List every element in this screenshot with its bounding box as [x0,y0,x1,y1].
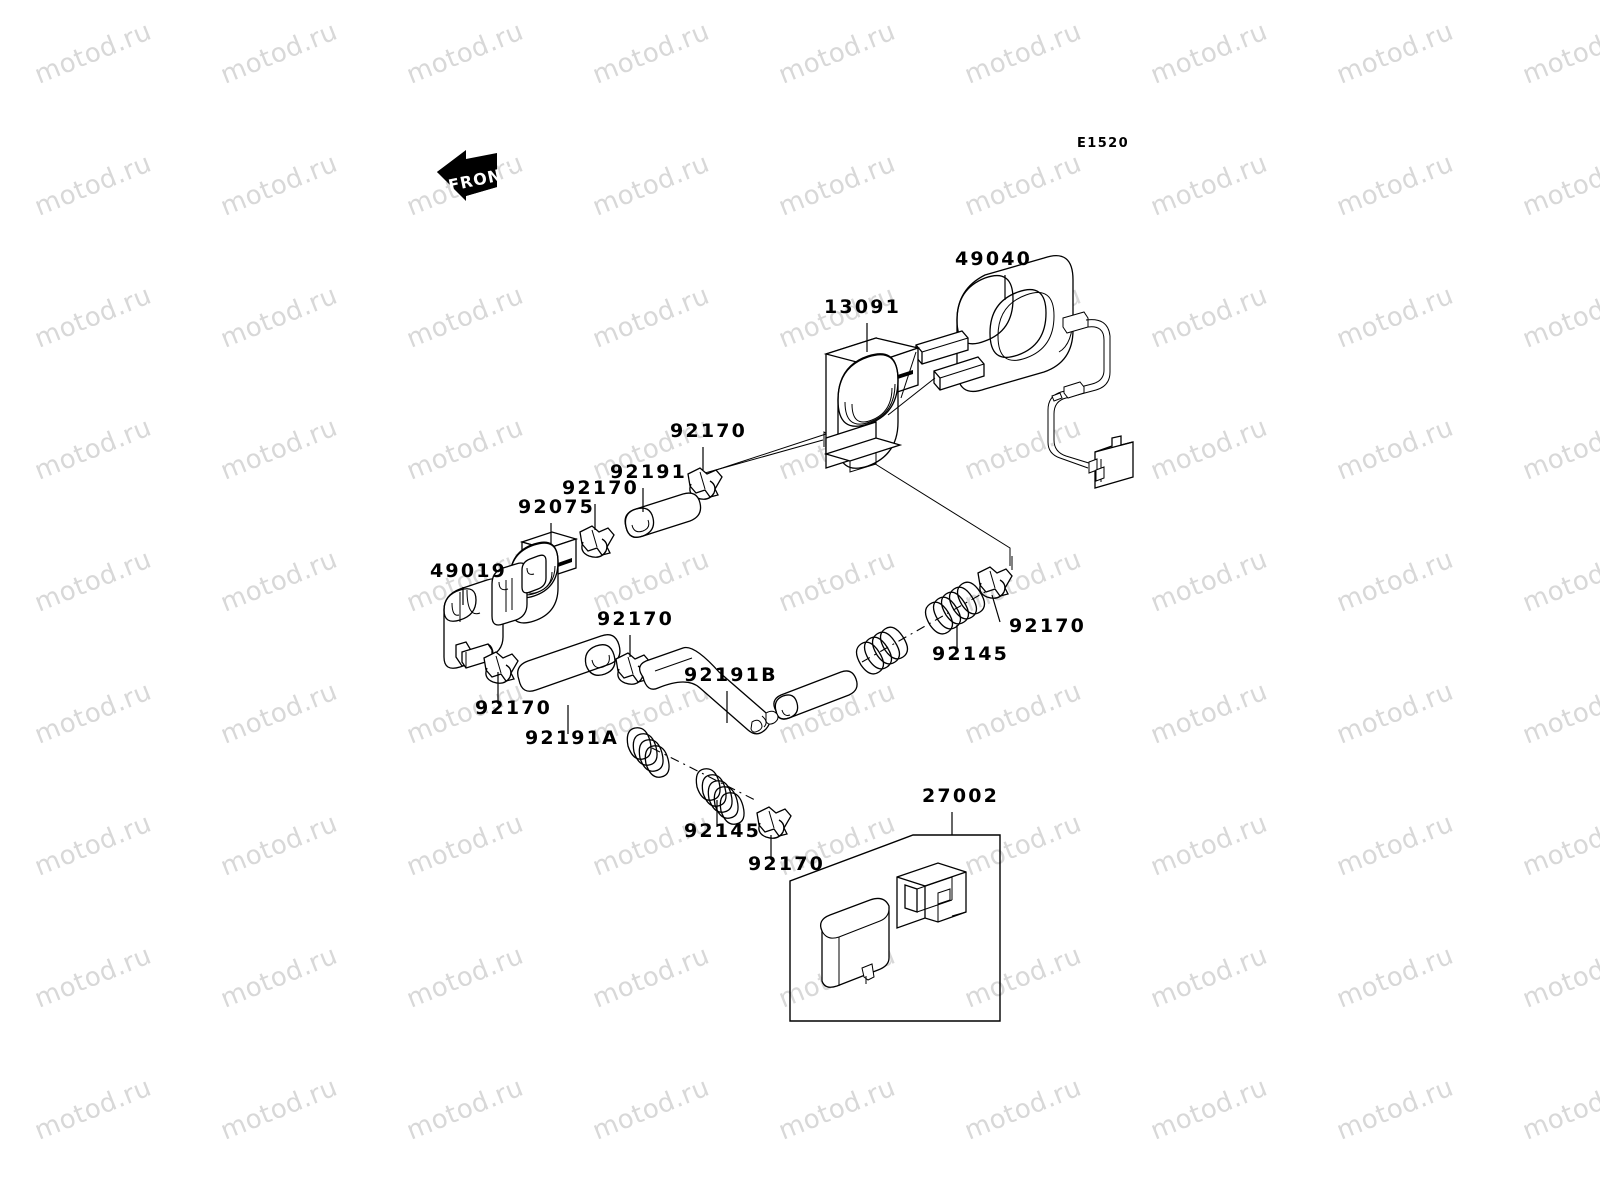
part-label-92145: 92145 [684,800,761,842]
part-number-text: 92191 [610,461,687,483]
part-92170-clamp-left-lower [483,651,519,684]
part-92170-clamp-bottom [756,806,792,839]
part-number-text: 49019 [430,560,507,582]
part-92170-clamp-mid-left [579,525,615,558]
part-label-92145: 92145 [932,625,1009,665]
part-92145-spring-upper [855,581,986,675]
part-number-text: 92170 [562,477,639,499]
part-label-27002: 27002 [922,785,999,835]
part-number-text: 49040 [955,248,1032,270]
part-label-49019: 49019 [430,560,507,605]
part-92191A-hose [517,634,621,692]
part-label-92170: 92170 [597,608,674,657]
part-number-text: 92191B [684,664,778,686]
part-label-92075: 92075 [518,496,595,545]
front-arrow-marker: FRONT [436,150,515,201]
part-92170-clamp-right-upper [977,566,1013,599]
part-label-49040: 49040 [955,248,1032,300]
part-92145-spring-lower [626,727,756,825]
part-13091-holder [823,337,936,473]
part-label-92191b: 92191B [684,664,778,723]
part-92191B-hose [639,646,858,735]
part-number-text: 92145 [684,820,761,842]
part-label-92170: 92170 [670,420,747,470]
part-label-92170: 92170 [562,477,639,530]
part-number-text: 13091 [824,296,901,318]
part-label-92191: 92191 [610,461,687,512]
part-number-text: 92170 [748,853,825,875]
part-number-text: 92075 [518,496,595,518]
part-number-text: 92191A [525,727,619,749]
part-number-text: 92145 [932,643,1009,665]
part-label-13091: 13091 [824,296,901,352]
part-labels-group: 4904013091921709219192170920754901992170… [430,248,1086,875]
part-label-92170: 92170 [475,672,552,719]
part-92191-tube [624,492,702,538]
leader-line [991,594,1001,623]
part-label-92170: 92170 [991,594,1086,637]
part-number-text: 92170 [597,608,674,630]
part-49040-fuel-pump [915,254,1134,489]
assembly-routing-lines [511,431,1013,601]
diagram-code: E1520 [1077,136,1129,151]
part-label-92170: 92170 [748,835,825,875]
part-label-92191a: 92191A [525,705,619,749]
part-number-text: 92170 [1009,615,1086,637]
part-number-text: 27002 [922,785,999,807]
part-number-text: 92170 [475,697,552,719]
part-number-text: 92170 [670,420,747,442]
part-27002-relay-assembly [789,834,1001,1022]
